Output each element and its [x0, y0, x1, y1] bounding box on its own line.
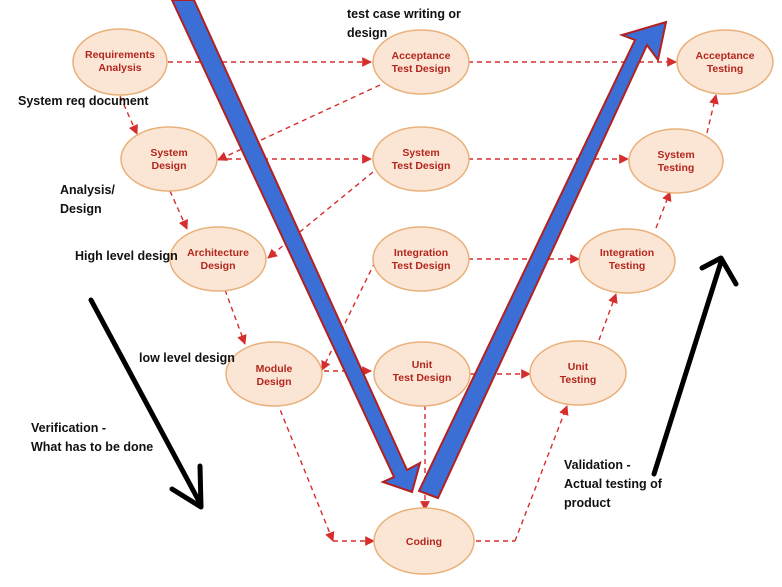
node-label: Integration	[600, 247, 654, 259]
annotation-line: What has to be done	[31, 440, 154, 454]
node-system-design: System Design	[120, 126, 218, 192]
arrow-module-to-coding	[276, 401, 335, 542]
node-label: Analysis	[98, 62, 141, 74]
annotation-line: Validation -	[564, 458, 631, 472]
annotation-validation: Validation - Actual testing of product	[564, 456, 662, 513]
node-label: Module	[256, 363, 293, 375]
node-integration-testing: Integration Testing	[578, 228, 676, 294]
node-label: Coding	[406, 536, 442, 548]
big-down-arrow	[170, 0, 422, 494]
node-label: Design	[256, 376, 291, 388]
node-label: Acceptance	[696, 50, 755, 62]
node-label: Test Design	[393, 372, 452, 384]
arrow-integration-test-design-to-module	[321, 261, 376, 371]
node-unit-testing: Unit Testing	[529, 340, 627, 406]
big-blue-arrows	[170, 0, 668, 500]
arrow-integration-to-system-testing	[655, 191, 672, 229]
node-label: Testing	[707, 63, 744, 75]
node-label: Unit	[568, 361, 589, 373]
node-label: Test Design	[392, 160, 451, 172]
validation-arrow	[651, 255, 739, 477]
node-label: Architecture	[187, 247, 249, 259]
node-label: Design	[151, 160, 186, 172]
node-requirements-analysis: Requirements Analysis	[72, 28, 168, 96]
annotation-line: Analysis/	[60, 183, 115, 197]
annotation-system-req: System req document	[18, 92, 149, 111]
annotation-analysis-design: Analysis/ Design	[60, 181, 115, 219]
node-label: System	[402, 147, 439, 159]
node-label: System	[657, 149, 694, 161]
node-architecture-design: Architecture Design	[169, 226, 267, 292]
annotation-verification: Verification - What has to be done	[31, 419, 153, 457]
annotation-line: low level design	[139, 351, 235, 365]
nodes: Requirements Analysis System Design Arch…	[72, 28, 774, 575]
node-label: Design	[200, 260, 235, 272]
node-acceptance-testing: Acceptance Testing	[676, 29, 774, 95]
node-label: Test Design	[392, 63, 451, 75]
annotation-line: High level design	[75, 249, 178, 263]
annotation-line: Design	[60, 202, 102, 216]
annotation-line: test case writing or	[347, 7, 461, 21]
node-label: Testing	[560, 374, 597, 386]
annotation-line: Actual testing of	[564, 477, 662, 491]
annotation-line: System req document	[18, 94, 149, 108]
arrow-req-to-system-design	[119, 95, 138, 135]
node-coding: Coding	[373, 507, 475, 575]
annotation-line: design	[347, 26, 388, 40]
node-system-test-design: System Test Design	[372, 126, 470, 192]
arrow-unit-to-integration-testing	[598, 293, 618, 341]
node-unit-test-design: Unit Test Design	[373, 341, 471, 407]
node-integration-test-design: Integration Test Design	[372, 226, 470, 292]
arrow-system-to-acceptance-testing	[706, 94, 719, 134]
arrow-coding-to-unit-testing-b	[514, 405, 569, 542]
node-system-testing: System Testing	[628, 128, 724, 194]
annotation-low-level: low level design	[139, 349, 235, 368]
node-label: System	[150, 147, 187, 159]
annotation-high-level: High level design	[75, 247, 178, 266]
black-arrows	[88, 255, 739, 510]
arrow-system-test-design-to-architecture	[267, 171, 374, 259]
node-module-design: Module Design	[225, 341, 323, 407]
verification-arrow	[88, 297, 204, 510]
arrow-system-to-architecture	[169, 190, 188, 230]
node-acceptance-test-design: Acceptance Test Design	[372, 29, 470, 95]
annotation-line: product	[564, 496, 611, 510]
node-label: Integration	[394, 247, 448, 259]
arrow-architecture-to-module	[224, 289, 247, 345]
node-label: Testing	[609, 260, 646, 272]
annotation-line: Verification -	[31, 421, 107, 435]
annotation-test-case: test case writing or design	[347, 5, 461, 43]
node-label: Acceptance	[392, 50, 451, 62]
big-up-arrow	[417, 20, 668, 500]
node-label: Testing	[658, 162, 695, 174]
node-label: Requirements	[85, 49, 155, 61]
node-label: Unit	[412, 359, 433, 371]
node-label: Test Design	[392, 260, 451, 272]
